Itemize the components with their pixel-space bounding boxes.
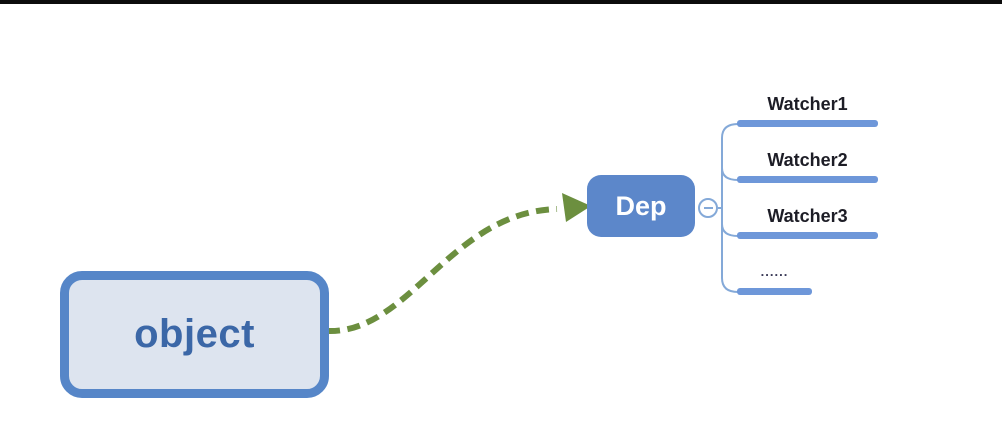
watcher1-branch-bar <box>737 120 878 127</box>
dep-node-label: Dep <box>615 190 667 221</box>
watcher-more-branch-bar <box>737 288 812 295</box>
branch-connector-watcher3 <box>721 223 739 237</box>
watcher-more-label: ...... <box>760 264 789 279</box>
minus-icon <box>703 207 713 209</box>
top-border-bar <box>0 0 1002 4</box>
watcher-item-1: Watcher1 <box>737 90 878 127</box>
collapse-toggle-button[interactable] <box>698 198 718 218</box>
watcher2-label: Watcher2 <box>767 150 848 170</box>
watcher2-branch-bar <box>737 176 878 183</box>
watcher-item-2: Watcher2 <box>737 146 878 183</box>
watcher-item-more: ...... <box>737 258 812 295</box>
object-node: object <box>60 271 329 398</box>
branch-connector-trunk <box>721 123 739 293</box>
dependency-arrow-line <box>326 206 558 335</box>
watcher3-label: Watcher3 <box>767 206 848 226</box>
branch-connector-watcher2 <box>721 167 739 181</box>
watcher1-label: Watcher1 <box>767 94 848 114</box>
dependency-arrow-head-icon <box>562 193 591 222</box>
watcher3-branch-bar <box>737 232 878 239</box>
watcher-item-3: Watcher3 <box>737 202 878 239</box>
object-node-label: object <box>134 312 255 356</box>
dep-node: Dep <box>587 175 695 237</box>
